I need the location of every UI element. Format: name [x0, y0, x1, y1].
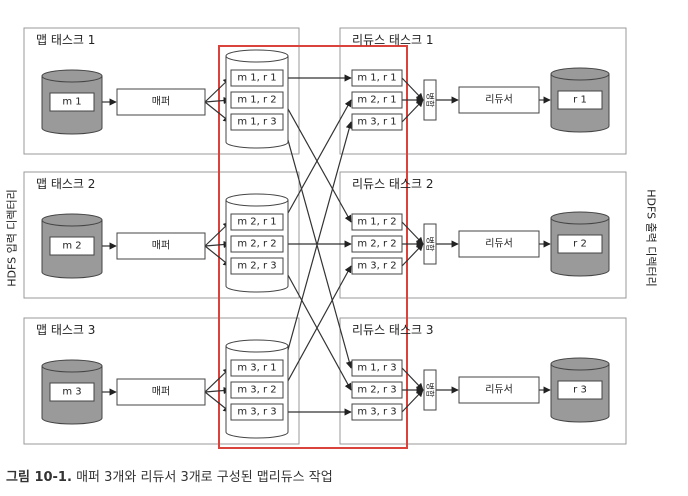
merge-label-3: 병합 — [426, 383, 435, 398]
merge-label-1: 병합 — [426, 93, 435, 108]
map-task-2-title: 맵 태스크 2 — [36, 177, 95, 191]
input-label-2: m 2 — [62, 241, 81, 252]
output-label-box-2 — [557, 234, 603, 254]
output-label-3: r 3 — [573, 385, 587, 396]
reduce-input-box-r3-3 — [351, 403, 403, 421]
reduce-input-label-r1-3: m 3, r 1 — [357, 117, 396, 128]
caption-label: 그림 10-1. — [6, 470, 72, 485]
reduce-input-box-r1-2 — [351, 91, 403, 109]
partition-label-m2-1: m 2, r 1 — [237, 217, 276, 228]
output-label-2: r 2 — [573, 239, 587, 250]
reduce-input-label-r3-3: m 3, r 3 — [357, 407, 396, 418]
merge-label-2: 병합 — [426, 237, 435, 252]
partition-box-m1-2 — [230, 91, 284, 109]
reduce-input-label-r2-3: m 3, r 2 — [357, 261, 396, 272]
partition-box-m2-3 — [230, 257, 284, 275]
reduce-input-box-r1-3 — [351, 113, 403, 131]
reduce-input-label-r1-1: m 1, r 1 — [357, 73, 396, 84]
input-dir-label: HDFS 입력 디렉터리 — [6, 189, 19, 287]
map-task-1-title: 맵 태스크 1 — [36, 33, 95, 47]
mapreduce-diagram: HDFS 입력 디렉터리 HDFS 출력 디렉터리 맵 태스크 1 m 1 매퍼 m 1,… — [6, 27, 658, 449]
partition-box-m2-1 — [230, 213, 284, 231]
mapper-box-1 — [116, 88, 206, 116]
merge-box-3 — [423, 369, 437, 411]
partition-label-m1-2: m 1, r 2 — [237, 95, 276, 106]
reducer-box-2 — [458, 230, 540, 258]
input-cylinder-2-top — [41, 213, 103, 227]
input-to-merge-3-1 — [401, 367, 424, 391]
partition-label-m3-2: m 3, r 2 — [237, 385, 276, 396]
input-label-3: m 3 — [62, 387, 81, 398]
partition-label-m2-3: m 2, r 3 — [237, 261, 276, 272]
map-output-cylinder-3-top — [225, 339, 289, 353]
input-to-merge-3-3 — [401, 389, 424, 413]
mapper-box-3 — [116, 378, 206, 406]
shuffle-highlight — [218, 45, 408, 449]
reduce-input-label-r1-2: m 2, r 1 — [357, 95, 396, 106]
input-label-box-2 — [49, 236, 95, 256]
input-cylinder-3-top — [41, 359, 103, 373]
mapper-label-2: 매퍼 — [152, 240, 170, 252]
reduce-input-label-r3-1: m 1, r 3 — [357, 363, 396, 374]
output-label-box-1 — [557, 90, 603, 110]
shuffle-m3-r2 — [282, 265, 352, 391]
reduce-input-label-r2-2: m 2, r 2 — [357, 239, 396, 250]
reduce-input-box-r2-2 — [351, 235, 403, 253]
reducer-box-3 — [458, 376, 540, 404]
input-to-merge-1-1 — [401, 77, 424, 101]
partition-box-m1-1 — [230, 69, 284, 87]
partition-box-m3-3 — [230, 403, 284, 421]
mapper-box-2 — [116, 232, 206, 260]
output-cylinder-1-top — [550, 67, 610, 81]
merge-box-2 — [423, 223, 437, 265]
partition-label-m2-2: m 2, r 2 — [237, 239, 276, 250]
reduce-input-label-r3-2: m 2, r 3 — [357, 385, 396, 396]
input-cylinder-1-top — [41, 69, 103, 83]
input-to-merge-2-1 — [401, 221, 424, 245]
partition-box-m3-1 — [230, 359, 284, 377]
partition-label-m3-1: m 3, r 1 — [237, 363, 276, 374]
output-dir-label: HDFS 출력 디렉터리 — [645, 189, 658, 287]
reduce-input-box-r1-1 — [351, 69, 403, 87]
map-output-cylinder-2-top — [225, 193, 289, 207]
reduce-task-2-title: 리듀스 태스크 2 — [352, 177, 434, 191]
input-label-box-1 — [49, 92, 95, 112]
merge-box-1 — [423, 79, 437, 121]
output-cylinder-2-top — [550, 211, 610, 225]
input-to-merge-1-3 — [401, 99, 424, 123]
shuffle-m2-r1 — [282, 99, 352, 223]
output-label-1: r 1 — [573, 95, 587, 106]
mapper-label-3: 매퍼 — [152, 386, 170, 398]
caption-text: 매퍼 3개와 리듀서 3개로 구성된 맵리듀스 작업 — [76, 470, 333, 485]
partition-label-m3-3: m 3, r 3 — [237, 407, 276, 418]
partition-label-m1-3: m 1, r 3 — [237, 117, 276, 128]
output-label-box-3 — [557, 380, 603, 400]
map-task-3-title: 맵 태스크 3 — [36, 323, 95, 337]
reduce-input-label-r2-1: m 1, r 2 — [357, 217, 396, 228]
input-label-1: m 1 — [62, 97, 81, 108]
shuffle-m3-r1 — [282, 121, 353, 369]
partition-box-m1-3 — [230, 113, 284, 131]
reduce-input-box-r3-1 — [351, 359, 403, 377]
mapper-label-1: 매퍼 — [152, 96, 170, 108]
reducer-label-2: 리듀서 — [485, 238, 513, 250]
reduce-task-1-title: 리듀스 태스크 1 — [352, 33, 434, 47]
reducer-label-3: 리듀서 — [485, 384, 513, 396]
reduce-input-box-r3-2 — [351, 381, 403, 399]
partition-box-m3-2 — [230, 381, 284, 399]
reducer-label-1: 리듀서 — [485, 94, 513, 106]
map-output-cylinder-1-top — [225, 49, 289, 63]
reduce-input-box-r2-1 — [351, 213, 403, 231]
input-label-box-3 — [49, 382, 95, 402]
partition-label-m1-1: m 1, r 1 — [237, 73, 276, 84]
reduce-task-3-title: 리듀스 태스크 3 — [352, 323, 434, 337]
figure-caption: 그림 10-1. 매퍼 3개와 리듀서 3개로 구성된 맵리듀스 작업 — [6, 466, 333, 485]
reducer-box-1 — [458, 86, 540, 114]
output-cylinder-3-top — [550, 357, 610, 371]
reduce-input-box-r2-3 — [351, 257, 403, 275]
input-to-merge-2-3 — [401, 243, 424, 267]
partition-box-m2-2 — [230, 235, 284, 253]
